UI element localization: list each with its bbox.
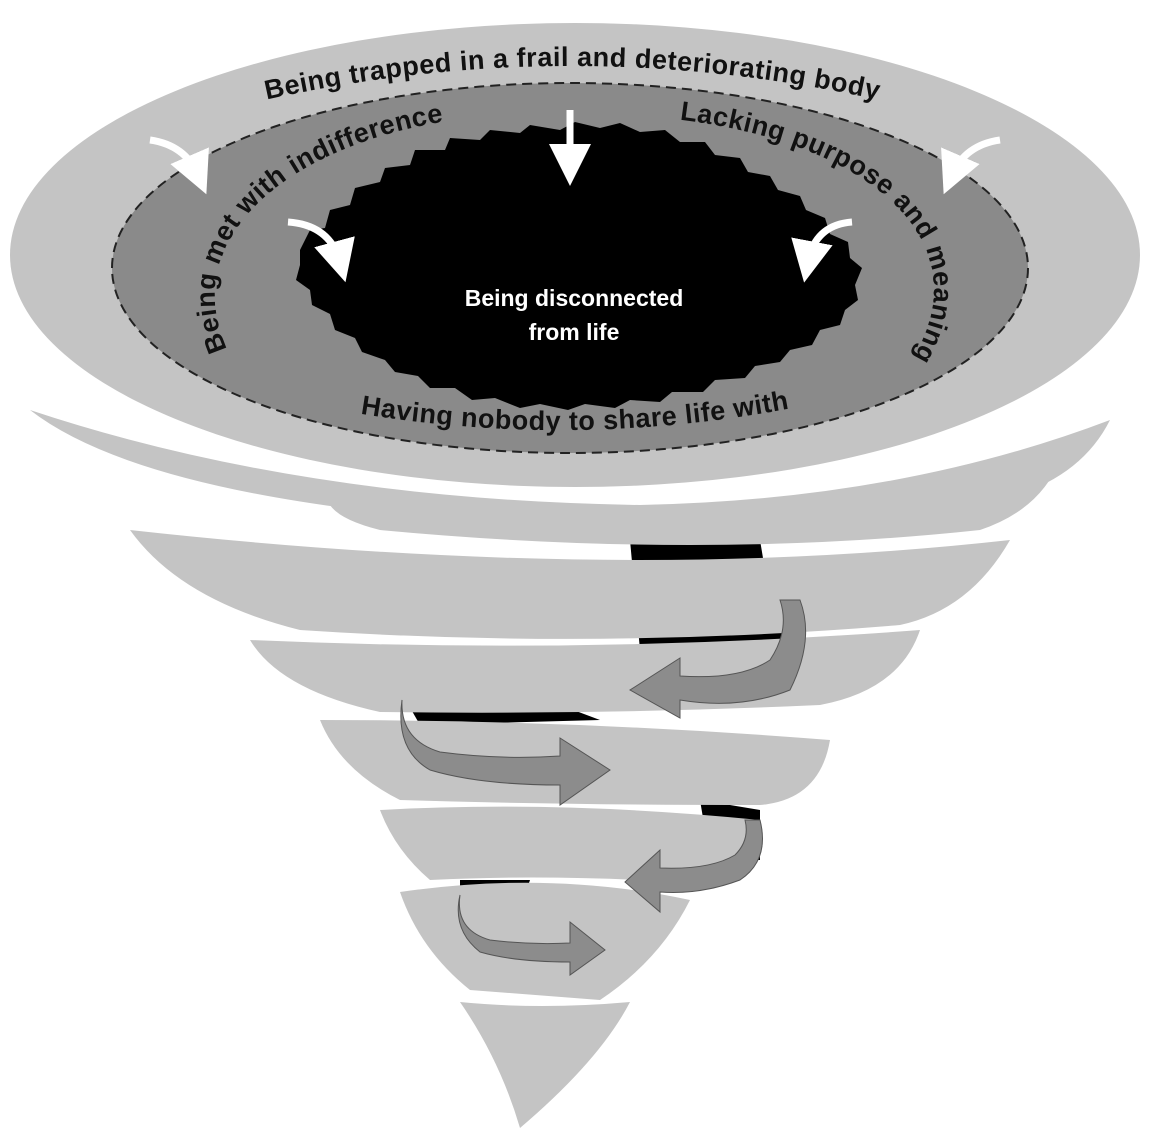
spiral-arrow-icon xyxy=(457,894,606,976)
spiral-arrow-icon xyxy=(400,699,611,806)
curved-arrow-icon xyxy=(149,136,209,195)
spiral-arrow-icon xyxy=(629,599,807,719)
center-hole xyxy=(296,122,862,410)
tornado-band xyxy=(30,410,1110,523)
curved-arrow-icon xyxy=(791,218,853,283)
tornado-band xyxy=(250,630,920,713)
tornado-band xyxy=(330,460,1060,545)
tornado-band xyxy=(400,882,690,1000)
spiral-arrow-icon xyxy=(624,819,763,914)
tornado-band xyxy=(380,806,760,880)
center-label-line1: Being disconnected xyxy=(465,285,684,311)
curved-arrow-icon xyxy=(287,218,355,283)
tornado-band xyxy=(130,530,1010,639)
spiral-arrows xyxy=(400,599,807,976)
curved-arrow-icon xyxy=(941,136,1001,195)
tornado-tip xyxy=(460,1002,630,1128)
center-label-line2: from life xyxy=(529,319,620,345)
inward-arrows xyxy=(149,110,1001,283)
top-disc xyxy=(10,23,1140,487)
